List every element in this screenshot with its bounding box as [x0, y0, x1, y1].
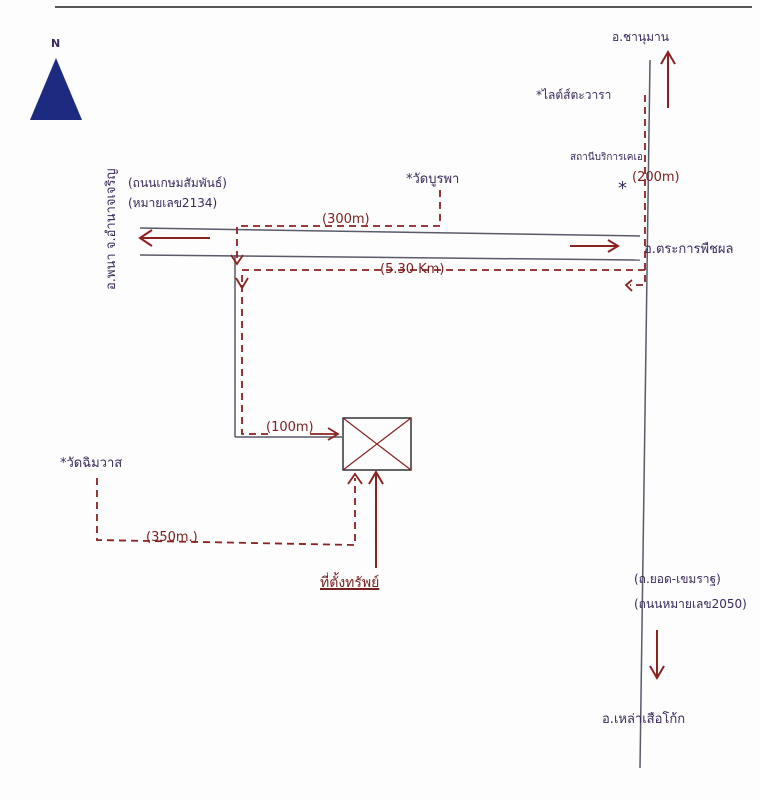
distance-100m: (100m)	[266, 420, 314, 435]
gas-station-label: สถานีบริการเคเอ	[570, 152, 643, 163]
lights-landmark: *ไลต์ส์ตะวารา	[536, 88, 612, 102]
junction-town-label: อ.ตระการพืชผล	[644, 242, 734, 257]
distance-200m: (200m)	[632, 170, 680, 185]
gas-station-star: *	[618, 178, 627, 199]
hwy-212-name: (ถนนเกษมสัมพันธ์)	[128, 176, 227, 190]
hwy-2050-number: (ถนนหมายเลข2050)	[634, 597, 747, 611]
north-label: N	[51, 37, 61, 50]
direction-arrows	[138, 50, 676, 680]
temple-west-landmark: *วัดฉิมวาส	[60, 456, 123, 471]
north-arrow-icon	[30, 58, 82, 120]
property-site-marker	[342, 417, 412, 471]
distance-5-30km: (5.30 Km)	[380, 262, 445, 277]
temple-north-landmark: *วัดบูรพา	[406, 172, 460, 187]
distance-350m: (350m.)	[146, 530, 198, 545]
hwy-2050-name: (ถ.ยอด-เขมราฐ)	[634, 572, 721, 586]
route-path	[96, 95, 646, 546]
site-label: ที่ตั้งทรัพย์	[320, 575, 380, 591]
road-2050	[639, 59, 651, 769]
road-2134	[139, 227, 641, 261]
road-branch	[234, 255, 342, 438]
hwy-212-number: (หมายเลข2134)	[128, 196, 218, 210]
route-arrowheads	[230, 254, 633, 485]
distance-300m: (300m)	[322, 212, 370, 227]
west-town-label: อ.พนา จ.อำนาจเจริญ	[104, 168, 119, 290]
east-town-label: อ.ชานุมาน	[612, 30, 669, 44]
south-town-label: อ.เหล่าเสือโก้ก	[602, 712, 686, 727]
